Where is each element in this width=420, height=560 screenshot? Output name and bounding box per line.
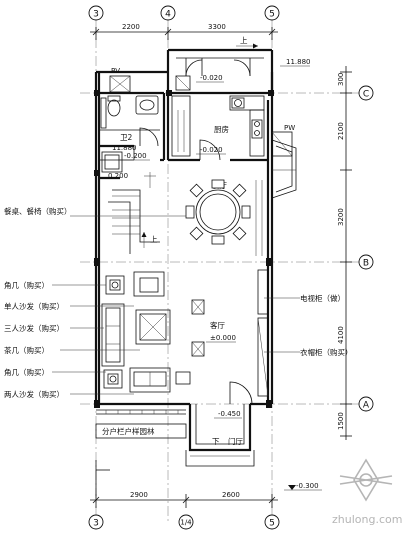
elev-bath: -0.200 bbox=[124, 152, 147, 160]
callout-dining-set: 餐桌、餐椅（购买） bbox=[4, 206, 72, 216]
axis-bubble-right-b: B bbox=[358, 254, 374, 270]
storage: -0.200 0.200 bbox=[101, 151, 156, 188]
callout-wardrobe: 衣帽柜（购买） bbox=[300, 347, 353, 357]
arrow-icon bbox=[253, 43, 258, 49]
elev-kitchen-step: -0.020 bbox=[200, 74, 223, 82]
watermark-logo bbox=[339, 458, 393, 502]
entry: -0.450 下 门厅 bbox=[185, 381, 255, 467]
elev-kitchen: -0.020 bbox=[200, 146, 223, 154]
dining-table: 餐厅 bbox=[185, 179, 251, 245]
callout-coffee-table: 茶几（购买） bbox=[4, 345, 49, 355]
axis-bubble-top-5: 5 bbox=[264, 5, 280, 21]
room-living: 客厅 bbox=[210, 320, 225, 330]
callout-three-seat-sofa: 三人沙发（购买） bbox=[4, 323, 64, 333]
label-pv: PV bbox=[111, 67, 120, 75]
elev-entry: -0.450 bbox=[218, 410, 241, 418]
elev-storage: 0.200 bbox=[108, 172, 128, 180]
right-dimension: 300 2100 3200 4100 1500 bbox=[337, 66, 352, 440]
bottom-dimension: 2900 2600 bbox=[90, 491, 278, 508]
callout-two-seat-sofa: 两人沙发（购买） bbox=[4, 389, 64, 399]
dim-right-4: 4100 bbox=[337, 326, 345, 344]
svg-text:5: 5 bbox=[269, 519, 275, 529]
shafts: PV PW bbox=[109, 67, 295, 157]
stair-up-2: 上 bbox=[150, 235, 158, 244]
exterior-walls bbox=[94, 48, 274, 408]
svg-text:1/4: 1/4 bbox=[180, 519, 192, 527]
elev-living: ±0.000 bbox=[210, 334, 236, 342]
bottom-elevation: -0.300 bbox=[284, 482, 322, 491]
dim-right-2: 2100 bbox=[337, 122, 345, 140]
svg-text:C: C bbox=[363, 90, 369, 100]
callout-corner-table-1: 角几（购买） bbox=[4, 280, 49, 290]
svg-text:4: 4 bbox=[165, 10, 171, 20]
svg-text:3: 3 bbox=[93, 519, 99, 529]
callout-single-sofa: 单人沙发（购买） bbox=[4, 301, 64, 311]
callout-tv-cabinet: 电视柜（做） bbox=[300, 293, 345, 303]
svg-text:5: 5 bbox=[269, 10, 275, 20]
callouts-right: 电视柜（做） 衣帽柜（购买） bbox=[264, 293, 353, 357]
kitchen: 厨房 -0.020 bbox=[171, 95, 265, 161]
watermark-text: zhulong.com bbox=[332, 513, 402, 526]
axis-bubble-right-c: C bbox=[358, 85, 374, 101]
label-pw: PW bbox=[284, 124, 295, 132]
callout-corner-table-2: 角几（购买） bbox=[4, 367, 49, 377]
room-kitchen: 厨房 bbox=[214, 124, 229, 134]
dim-right-1: 300 bbox=[337, 73, 345, 86]
living-furniture bbox=[101, 269, 269, 397]
wc-fixtures: 卫2 11.880 bbox=[100, 95, 159, 152]
elev-top-right: 11.880 bbox=[286, 58, 311, 66]
elev-laundry: 11.880 bbox=[112, 144, 137, 152]
axis-bubble-top-3: 3 bbox=[88, 5, 104, 21]
axis-bubble-bottom-5: 5 bbox=[264, 514, 280, 530]
arrow-icon bbox=[141, 232, 147, 237]
axis-lines bbox=[80, 20, 362, 522]
dim-bottom-1: 2900 bbox=[130, 491, 148, 499]
svg-text:B: B bbox=[363, 259, 369, 269]
axis-bubble-bottom-3: 3 bbox=[88, 514, 104, 530]
svg-text:A: A bbox=[363, 401, 370, 411]
interior-walls bbox=[99, 91, 268, 180]
staircase: 上 bbox=[108, 189, 160, 254]
dim-top-2: 3300 bbox=[208, 23, 226, 31]
axis-bubble-bottom-1-4: 1/4 bbox=[178, 514, 194, 530]
axis-bubble-right-a: A bbox=[358, 396, 374, 412]
dim-right-5: 1500 bbox=[337, 412, 345, 430]
top-dimension: 2200 3300 bbox=[90, 23, 278, 40]
dim-top-1: 2200 bbox=[122, 23, 140, 31]
stair-up-top: 上 bbox=[240, 36, 248, 45]
garden-fence: 分户栏户样园林 bbox=[95, 409, 187, 496]
elev-bottom: -0.300 bbox=[296, 482, 319, 490]
bay-window bbox=[255, 139, 297, 256]
room-entry: 门厅 bbox=[228, 437, 243, 446]
room-wc: 卫2 bbox=[120, 133, 132, 142]
rear-porch: 上 11.880 -0.020 bbox=[185, 36, 311, 83]
axis-bubble-top-4: 4 bbox=[160, 5, 176, 21]
garden-label: 分户栏户样园林 bbox=[102, 426, 155, 436]
dim-bottom-2: 2600 bbox=[222, 491, 240, 499]
stair-down: 下 bbox=[212, 437, 220, 446]
svg-text:3: 3 bbox=[93, 10, 99, 20]
dim-right-3: 3200 bbox=[337, 208, 345, 226]
callouts-left: 餐桌、餐椅（购买） 角几（购买） 单人沙发（购买） 三人沙发（购买） 茶几（购买… bbox=[4, 206, 186, 399]
